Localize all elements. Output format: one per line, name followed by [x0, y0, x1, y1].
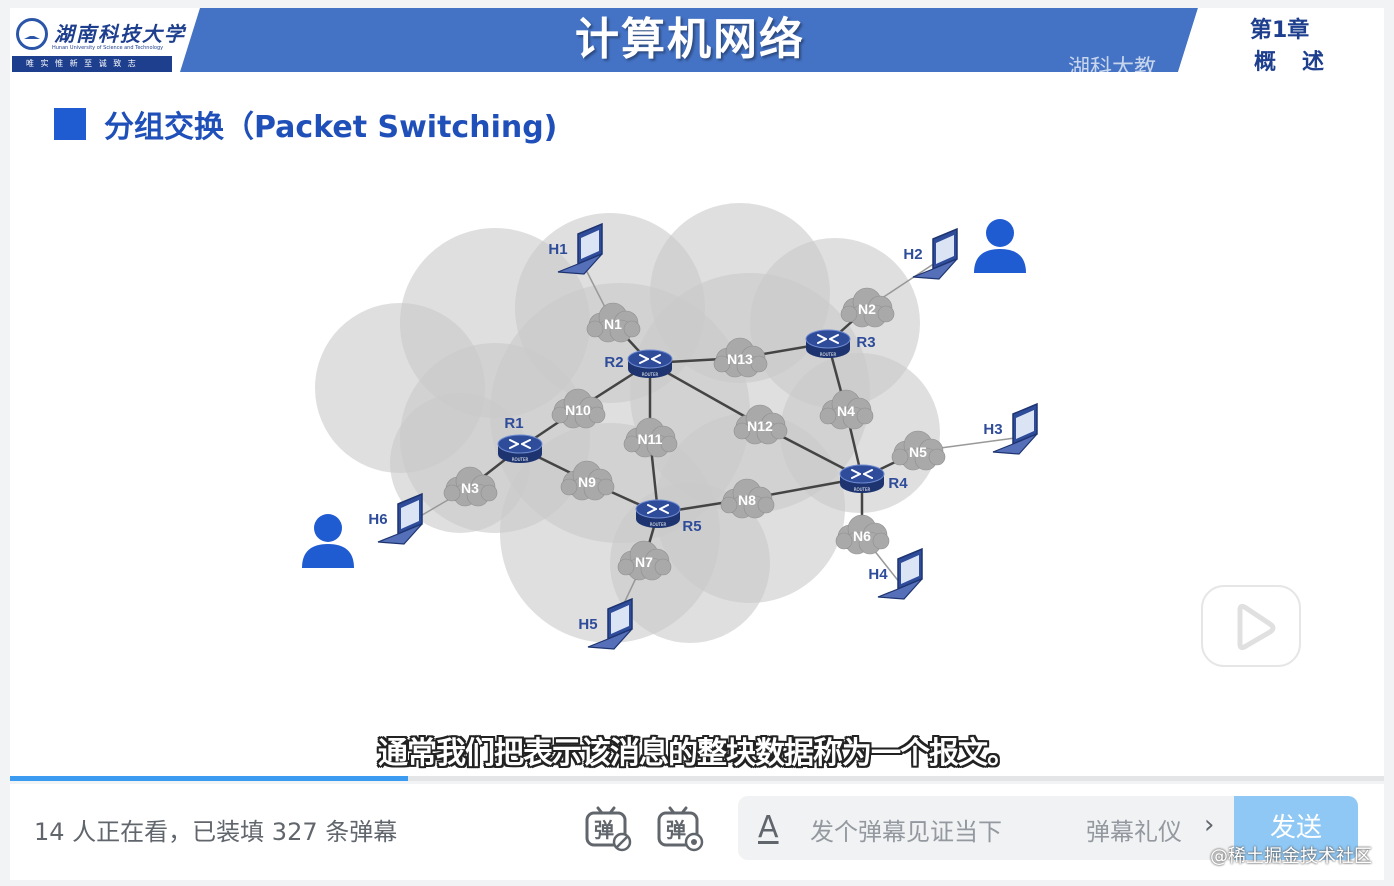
- laptop-icon-h5: H5: [578, 597, 633, 650]
- site-watermark: @稀土掘金技术社区: [1210, 846, 1372, 867]
- university-name: 湖南科技大学: [54, 22, 186, 46]
- danmaku-etiquette-link[interactable]: 弹幕礼仪: [1086, 818, 1182, 846]
- router-r2: ROUTER R2: [604, 349, 673, 378]
- progress-bar[interactable]: [10, 776, 1384, 781]
- network-label: N10: [565, 402, 591, 418]
- danmaku-settings-glyph: 弹: [666, 818, 686, 842]
- slide-header: 湖南科技大学 Hunan University of Science and T…: [10, 8, 1384, 81]
- network-cloud-n13: N13: [713, 337, 768, 378]
- course-title: 计算机网络: [575, 14, 805, 65]
- network-cloud-n11: N11: [623, 417, 678, 458]
- network-cloud-n10: N10: [551, 388, 606, 429]
- section-title: 分组交换（Packet Switching): [104, 110, 558, 145]
- network-label: N12: [747, 418, 773, 434]
- network-cloud-n6: N6: [835, 514, 890, 555]
- section-heading: 分组交换（Packet Switching): [54, 102, 557, 146]
- network-cloud-n3: N3: [443, 466, 498, 507]
- network-label: N13: [727, 351, 753, 367]
- router-label: R1: [504, 415, 523, 432]
- network-label: N5: [909, 444, 927, 460]
- router-label: R5: [682, 518, 701, 535]
- router-r3: ROUTER R3: [805, 329, 876, 358]
- network-label: N3: [461, 480, 479, 496]
- video-subtitle: 通常我们把表示该消息的整块数据称为一个报文。: [378, 736, 1017, 771]
- network-cloud-n7: N7: [617, 540, 672, 581]
- play-button-icon[interactable]: [1196, 566, 1306, 670]
- university-motto: 唯 实 惟 新 至 诚 致 志: [12, 56, 172, 72]
- university-english-name: Hunan University of Science and Technolo…: [52, 45, 164, 51]
- laptop-icon-h2: H2: [903, 227, 958, 280]
- danmaku-input-placeholder[interactable]: 发个弹幕见证当下: [810, 818, 1002, 846]
- router-tag: ROUTER: [820, 352, 837, 357]
- network-cloud-n8: N8: [720, 478, 775, 519]
- laptop-icon-h1: H1: [548, 222, 603, 275]
- laptop-icon-h3: H3: [983, 402, 1038, 455]
- university-logo: 湖南科技大学 Hunan University of Science and T…: [12, 12, 192, 72]
- host-label: H3: [983, 421, 1002, 438]
- router-tag: ROUTER: [650, 522, 667, 527]
- network-label: N2: [858, 301, 876, 317]
- network-label: N1: [604, 316, 622, 332]
- chapter-title: 概述: [1254, 50, 1351, 75]
- danmaku-toggle-glyph: 弹: [594, 818, 614, 842]
- packet-switching-diagram: N1N2N3N4N5N6N7N8N9N10N11N12N13ROUTERR1RO…: [302, 203, 1038, 650]
- progress-fill: [10, 776, 409, 781]
- danmaku-bar: 14 人正在看，已装填 327 条弹幕 弹 弹 A 发个弹幕见证当下 弹幕礼仪 …: [10, 784, 1384, 880]
- network-label: N8: [738, 492, 756, 508]
- host-label: H1: [548, 241, 567, 258]
- viewer-count-text: 14 人正在看，已装填 327 条弹幕: [34, 818, 398, 846]
- font-style-icon[interactable]: A: [758, 810, 779, 845]
- network-background-cloud: [315, 203, 940, 643]
- chapter-number: 第1章: [1250, 18, 1310, 43]
- host-label: H5: [578, 616, 597, 633]
- section-bullet-icon: [54, 108, 86, 140]
- router-tag: ROUTER: [854, 487, 871, 492]
- router-r5: ROUTER R5: [635, 499, 702, 535]
- router-r4: ROUTER R4: [839, 464, 908, 493]
- user-icon: [974, 219, 1026, 273]
- network-cloud-n9: N9: [560, 460, 615, 501]
- network-cloud-n4: N4: [819, 389, 874, 430]
- router-label: R3: [856, 334, 875, 351]
- laptop-icon-h6: H6: [368, 492, 423, 545]
- user-icon: [302, 514, 354, 568]
- network-cloud-n12: N12: [733, 404, 788, 445]
- network-label: N6: [853, 528, 871, 544]
- host-label: H4: [868, 566, 888, 583]
- network-label: N7: [635, 554, 653, 570]
- danmaku-input-field[interactable]: A 发个弹幕见证当下 弹幕礼仪 › 发送: [738, 796, 1358, 860]
- network-cloud-n5: N5: [891, 430, 946, 471]
- header-watermark: 湖科大教: [1068, 56, 1157, 81]
- network-label: N9: [578, 474, 596, 490]
- danmaku-toggle-icon[interactable]: 弹: [584, 804, 632, 852]
- video-player[interactable]: 湖南科技大学 Hunan University of Science and T…: [10, 8, 1384, 778]
- router-tag: ROUTER: [642, 372, 659, 377]
- chevron-right-icon[interactable]: ›: [1204, 810, 1215, 840]
- send-button[interactable]: 发送: [1234, 796, 1358, 860]
- university-emblem-icon: [16, 18, 48, 50]
- host-label: H6: [368, 511, 387, 528]
- network-cloud-n1: N1: [586, 302, 641, 343]
- router-tag: ROUTER: [512, 457, 529, 462]
- network-cloud-n2: N2: [840, 287, 895, 328]
- router-label: R2: [604, 354, 623, 371]
- network-label: N4: [837, 403, 855, 419]
- danmaku-settings-icon[interactable]: 弹: [656, 804, 704, 852]
- host-label: H2: [903, 246, 922, 263]
- router-label: R4: [888, 475, 908, 492]
- network-label: N11: [638, 431, 663, 447]
- laptop-icon-h4: H4: [868, 547, 923, 600]
- router-r1: ROUTER R1: [497, 415, 543, 463]
